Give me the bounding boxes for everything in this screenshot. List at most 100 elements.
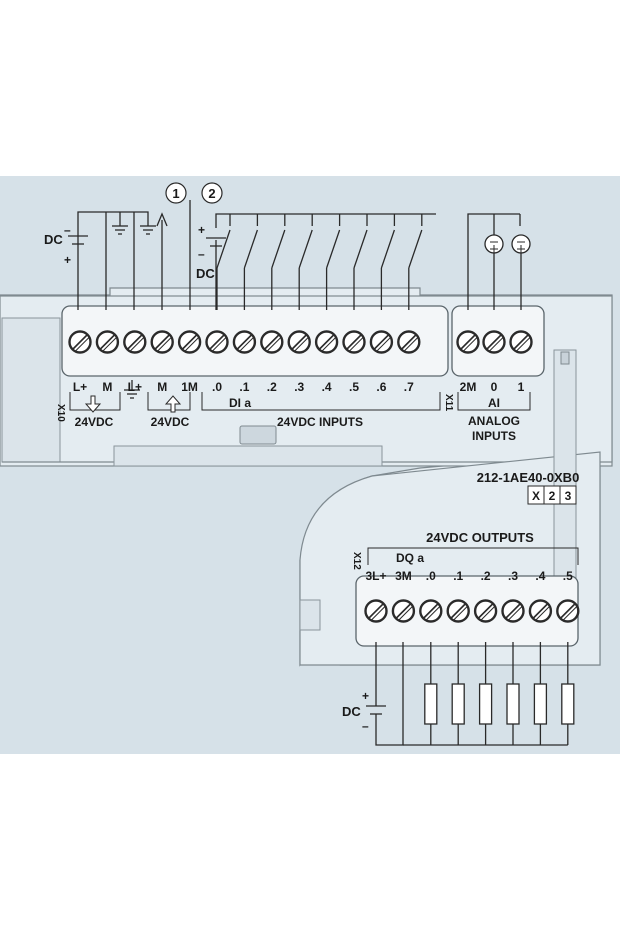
minus-sign: –: [198, 247, 205, 261]
input-wiring: [206, 213, 436, 310]
terminal-label: 3L+: [365, 569, 386, 583]
version-badge: X: [527, 485, 545, 505]
output-wiring: [366, 642, 404, 746]
terminal-screw-icon: [473, 599, 498, 623]
plc-housing: [0, 287, 613, 667]
output-loads: [403, 642, 575, 746]
callout-1: 1: [165, 182, 187, 204]
plus-sign: +: [64, 253, 71, 267]
terminal-label: .4: [535, 569, 545, 583]
output-load-icon: [561, 642, 575, 745]
input-switch-icon: [271, 214, 286, 310]
terminal-label: 1: [518, 380, 525, 394]
terminal-screw-icon: [123, 330, 147, 354]
terminal-label: 0: [491, 380, 498, 394]
power-input-label: 24VDC: [151, 415, 190, 429]
terminal-label: .0: [212, 380, 222, 394]
terminal-screw-icon: [314, 330, 339, 354]
terminal-label: .4: [322, 380, 332, 394]
version-badge-text: 3: [565, 489, 572, 503]
minus-sign: –: [64, 223, 71, 237]
terminal-screw-icon: [509, 330, 533, 354]
terminal-screw-icon: [68, 330, 92, 354]
terminal-label: .3: [508, 569, 518, 583]
terminal-label: L+: [128, 380, 142, 394]
input-switch-icon: [380, 214, 396, 310]
terminal-screw-icon: [364, 599, 388, 623]
terminal-screw-icon: [446, 599, 470, 623]
terminal-screw-icon: [369, 330, 394, 354]
terminal-screw-icon: [556, 599, 580, 623]
terminal-label: M: [157, 380, 167, 394]
version-badge-text: 2: [549, 489, 556, 503]
terminal-label: .6: [376, 380, 386, 394]
x11-connector-label: X11: [443, 394, 454, 412]
input-switch-icon: [216, 214, 231, 310]
plus-sign: +: [362, 689, 369, 703]
x10-connector-label: X10: [55, 404, 66, 422]
x11-terminal-labels: 2M 0 1: [460, 380, 525, 394]
terminal-screw-icon: [391, 599, 416, 623]
output-load-icon: [506, 642, 520, 745]
output-load-icon: [451, 642, 465, 745]
output-load-icon: [533, 642, 548, 745]
terminal-screw-icon: [528, 599, 553, 623]
terminal-label: .5: [349, 380, 359, 394]
terminal-label: .1: [453, 569, 463, 583]
terminal-screw-icon: [205, 330, 229, 354]
input-switch-icon: [325, 214, 341, 310]
plus-sign: +: [198, 223, 205, 237]
callout-1-number: 1: [172, 186, 179, 201]
terminal-screw-icon: [501, 599, 525, 623]
output-load-icon: [478, 642, 493, 745]
terminal-screw-icon: [397, 330, 421, 354]
terminal-screw-icon: [232, 330, 257, 354]
analog-input-wiring: [467, 213, 531, 310]
sensor-supply-arrow-icon: [84, 395, 102, 413]
dq-group-label: DQ a: [396, 551, 424, 565]
callout-2-number: 2: [208, 186, 215, 201]
minus-sign: –: [362, 719, 369, 733]
terminal-label: .7: [404, 380, 414, 394]
input-switches: [216, 214, 423, 310]
x11-screws: [456, 330, 533, 354]
terminal-label: 3M: [395, 569, 412, 583]
terminal-screw-icon: [482, 330, 506, 354]
terminal-label: M: [102, 380, 112, 394]
ground-icon: [124, 380, 140, 399]
terminal-screw-icon: [287, 330, 311, 354]
terminal-screw-icon: [419, 599, 443, 623]
dc-label-sensor: DC: [44, 232, 63, 247]
di-group-label: DI a: [229, 396, 251, 410]
terminal-screw-icon: [95, 330, 120, 354]
ai-group-label: AI: [488, 396, 500, 410]
version-badge: 2: [543, 485, 561, 505]
x12-screws: [364, 599, 580, 623]
sensor-supply-label: 24VDC: [75, 415, 114, 429]
terminal-label: L+: [73, 380, 87, 394]
terminal-label: .3: [294, 380, 304, 394]
terminal-label: .2: [267, 380, 277, 394]
version-badge: 3: [559, 485, 577, 505]
terminal-label: .0: [426, 569, 436, 583]
terminal-label: 2M: [460, 380, 477, 394]
inputs-label: 24VDC INPUTS: [277, 415, 363, 429]
sensor-supply-wiring: [68, 200, 191, 310]
terminal-screw-icon: [260, 330, 284, 354]
dc-label-output: DC: [342, 704, 361, 719]
terminal-label: .1: [239, 380, 249, 394]
terminal-screw-icon: [177, 330, 202, 354]
version-badge-text: X: [532, 489, 540, 503]
terminal-screw-icon: [150, 330, 174, 354]
output-load-icon: [424, 642, 438, 745]
power-input-arrow-icon: [164, 395, 182, 413]
outputs-label: 24VDC OUTPUTS: [426, 530, 534, 545]
part-number: 212-1AE40-0XB0: [477, 470, 580, 485]
callout-2: 2: [201, 182, 223, 204]
input-switch-icon: [408, 214, 423, 310]
x12-terminal-labels: 3L+3M.0.1.2.3.4.5: [365, 569, 573, 583]
